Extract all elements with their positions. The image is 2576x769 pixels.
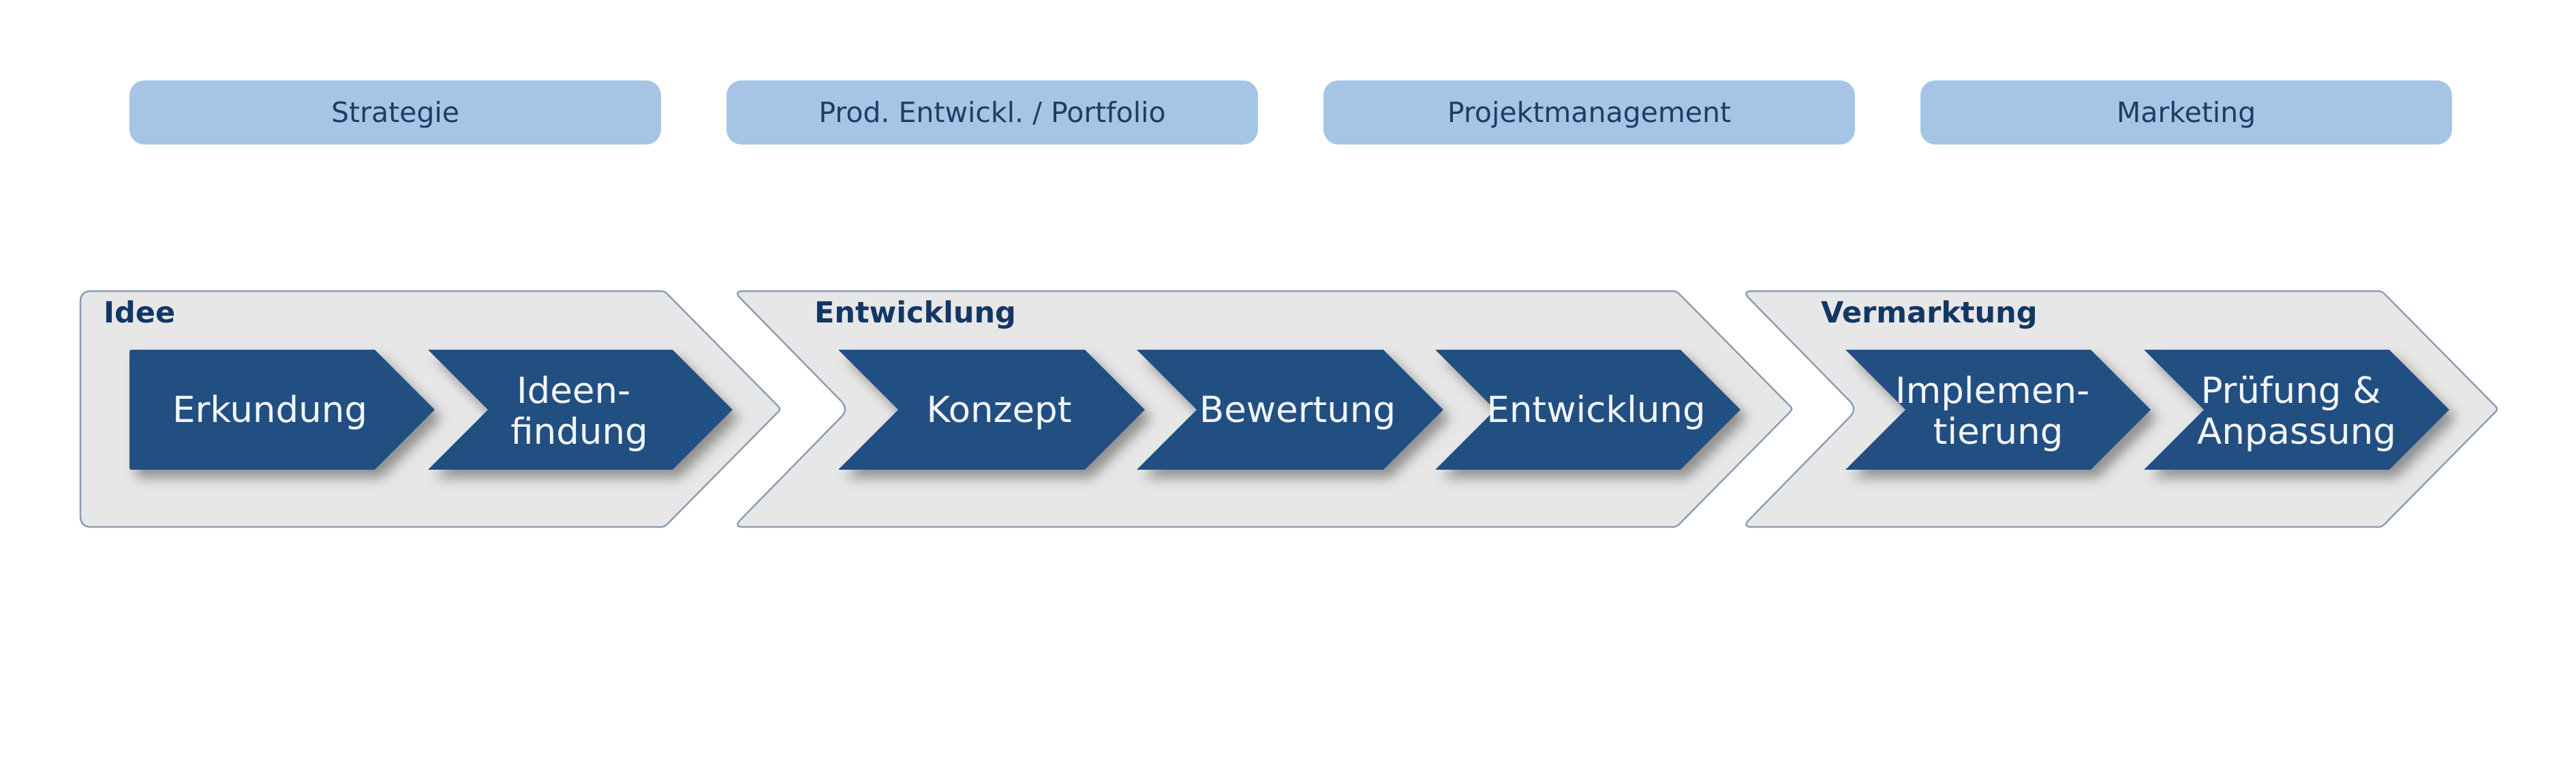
step-pruefung-anpassung: Prüfung & Anpassung <box>2144 350 2449 470</box>
step-label-line: findung <box>510 411 647 453</box>
step-label-line: Implemen- <box>1895 370 2089 412</box>
step-chevron <box>2144 350 2449 470</box>
step-label-line: Ideen- <box>517 370 630 412</box>
step-chevron <box>838 350 1145 470</box>
step-konzept: Konzept <box>838 350 1145 470</box>
step-entwicklung: Entwicklung <box>1435 350 1741 470</box>
step-label-line: Entwicklung <box>1486 389 1705 431</box>
step-label: Entwicklung <box>1486 389 1705 431</box>
step-label-line: Erkundung <box>172 389 367 431</box>
step-label-line: Bewertung <box>1199 389 1396 431</box>
step-chevron <box>1845 350 2151 470</box>
step-label-line: Prüfung & <box>2201 370 2381 412</box>
phase-title: Idee <box>104 296 175 330</box>
tag-label: Strategie <box>331 96 459 129</box>
process-steps: Erkundung Ideen- findung Konzept Bewertu… <box>129 350 2449 470</box>
tag-strategie: Strategie <box>129 80 661 145</box>
step-label: Ideen- findung <box>510 370 647 453</box>
step-chevron <box>428 350 733 470</box>
step-chevron <box>1137 350 1443 470</box>
step-label: Erkundung <box>172 389 367 431</box>
tag-label: Marketing <box>2117 96 2256 129</box>
tag-box <box>726 80 1258 145</box>
phase-title: Vermarktung <box>1821 296 2037 330</box>
step-label-line: Konzept <box>927 389 1072 431</box>
tag-box <box>129 80 661 145</box>
step-implementierung: Implemen- tierung <box>1845 350 2151 470</box>
step-label-line: tierung <box>1933 411 2064 453</box>
tag-portfolio: Prod. Entwickl. / Portfolio <box>726 80 1258 145</box>
step-bewertung: Bewertung <box>1137 350 1443 470</box>
step-label: Implemen- tierung <box>1895 370 2101 453</box>
tag-marketing: Marketing <box>1920 80 2452 145</box>
tag-label: Prod. Entwickl. / Portfolio <box>818 96 1165 129</box>
step-label: Konzept <box>927 389 1072 431</box>
step-ideenfindung: Ideen- findung <box>428 350 733 470</box>
tag-box <box>1323 80 1855 145</box>
step-label-line: Anpassung <box>2197 411 2396 453</box>
tag-projektmanagement: Projektmanagement <box>1323 80 1855 145</box>
step-chevron <box>1435 350 1741 470</box>
tag-label: Projektmanagement <box>1447 96 1731 129</box>
step-label: Bewertung <box>1199 389 1396 431</box>
phase-title: Entwicklung <box>814 296 1016 330</box>
step-chevron <box>129 350 435 470</box>
tag-box <box>1920 80 2452 145</box>
step-label: Prüfung & Anpassung <box>2197 370 2396 453</box>
step-erkundung: Erkundung <box>129 350 435 470</box>
responsibility-tags: Strategie Prod. Entwickl. / Portfolio Pr… <box>129 80 2452 145</box>
